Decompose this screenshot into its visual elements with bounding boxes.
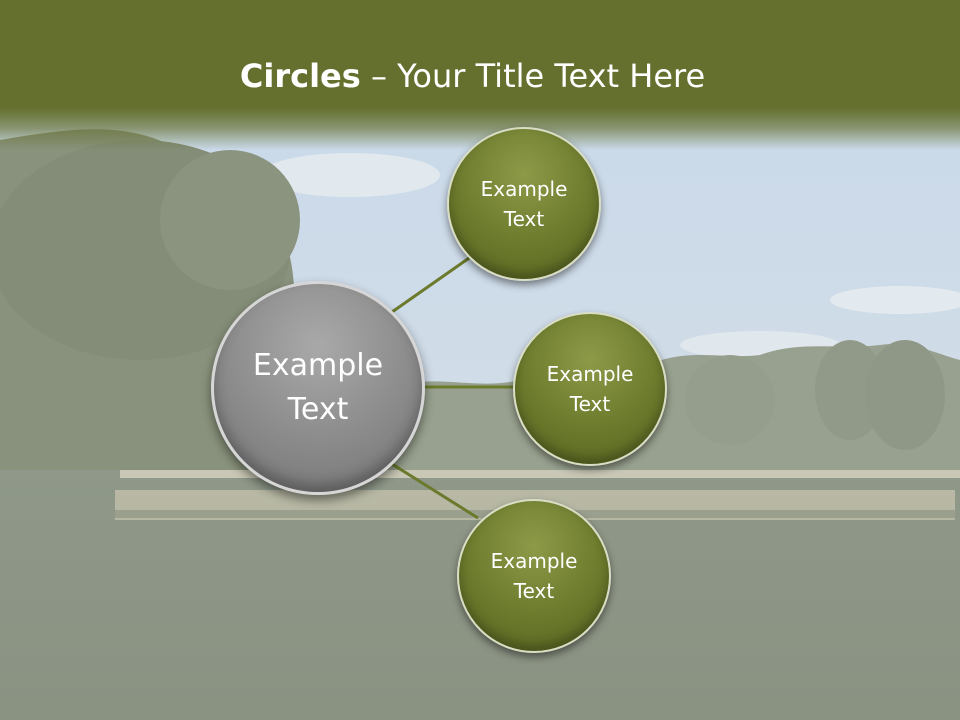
satellite-circle-label: Example Text	[490, 549, 578, 603]
connector-top	[391, 254, 473, 314]
connector-bottom	[391, 462, 479, 520]
satellite-circle-middle[interactable]: Example Text	[513, 312, 667, 466]
slide-title: Circles – Your Title Text Here	[0, 56, 945, 96]
center-circle-label: Example Text	[252, 348, 384, 427]
satellite-circle-bottom[interactable]: Example Text	[457, 499, 611, 653]
title-rest: – Your Title Text Here	[360, 57, 706, 95]
title-band	[0, 0, 960, 150]
satellite-circle-label: Example Text	[546, 362, 634, 416]
satellite-circle-top[interactable]: Example Text	[447, 127, 601, 281]
satellite-circle-label: Example Text	[480, 177, 568, 231]
title-bold: Circles	[239, 57, 361, 95]
center-circle[interactable]: Example Text	[211, 281, 425, 495]
